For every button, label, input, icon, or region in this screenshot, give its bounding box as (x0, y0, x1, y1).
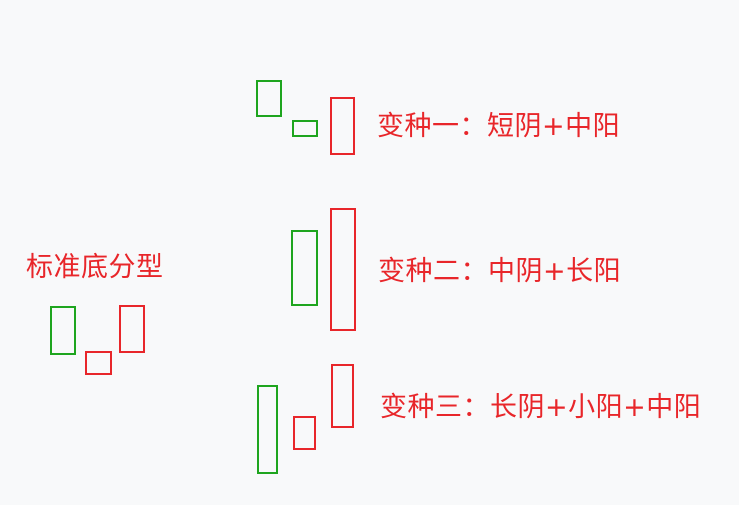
variant1-candle-1 (256, 80, 282, 117)
variant1-label: 变种一：短阴+中阳 (377, 111, 621, 142)
variant1-candle-3 (330, 97, 355, 155)
variant2-candle-1 (291, 230, 318, 306)
variant3-candle-3 (331, 364, 354, 428)
standard-candle-1 (50, 306, 76, 355)
variant2-label: 变种二：中阴+长阳 (378, 256, 622, 287)
variant3-candle-2 (293, 416, 316, 450)
variant2-candle-2 (330, 208, 356, 331)
variant1-candle-2 (292, 120, 318, 137)
standard-title: 标准底分型 (26, 252, 164, 283)
variant3-label: 变种三：长阴+小阳+中阳 (380, 392, 702, 423)
variant3-candle-1 (257, 385, 278, 474)
standard-candle-2 (85, 351, 112, 375)
standard-candle-3 (119, 305, 145, 353)
